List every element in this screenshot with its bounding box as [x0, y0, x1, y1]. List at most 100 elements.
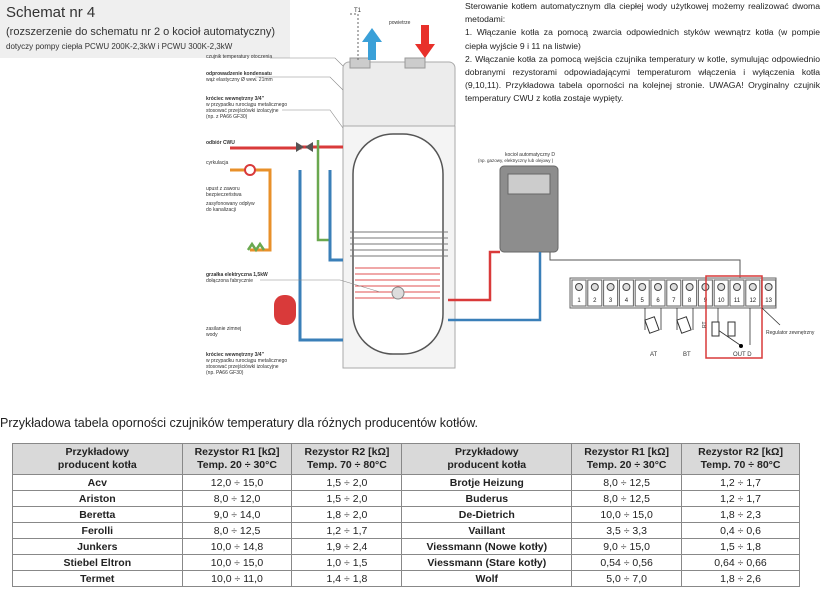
highlight-box — [705, 275, 763, 359]
r1-value-cell: 10,0 ÷ 11,0 — [181, 570, 293, 587]
terminal-number: 13 — [765, 298, 772, 304]
terminal-screw-icon — [638, 283, 647, 291]
r2-value-cell: 0,4 ÷ 0,6 — [681, 522, 800, 539]
producer-name-cell: Ferolli — [12, 522, 183, 539]
applies-to-note: dotyczy pompy ciepła PCWU 200K-2,3kW i P… — [6, 42, 233, 51]
producer-name-cell: Ariston — [12, 490, 183, 507]
sensor-bt-icon — [676, 316, 692, 334]
label-krociec-top-1: króciec wewnętrzny 3/4" — [206, 96, 265, 102]
t1-sensor-line — [350, 13, 359, 62]
producer-name-cell: Termet — [12, 570, 183, 587]
page-subtitle: (rozszerzenie do schematu nr 2 o kocioł … — [6, 26, 276, 38]
label-krociec-bot-2: w przypadku rurociągu metalicznego — [206, 358, 287, 364]
terminal-screw-icon — [717, 283, 726, 291]
label-out-d: OUT D — [733, 352, 752, 358]
r1-value-cell: 9,0 ÷ 14,0 — [181, 506, 293, 523]
recirc-pipe — [328, 170, 343, 262]
boiler-display — [507, 173, 551, 195]
label-kociol-1: kocioł automatyczny D — [505, 152, 555, 158]
table-caption: Przykładowa tabela oporności czujników t… — [0, 416, 479, 430]
header-r2-line2: Temp. 70 ÷ 80°C — [700, 459, 781, 471]
terminal-screw-icon — [590, 283, 599, 291]
header-r2-line2: Temp. 70 ÷ 80°C — [307, 459, 387, 471]
header-producer-line2: producent kotła — [57, 459, 137, 471]
terminal-screw-icon — [764, 283, 773, 291]
producer-name-cell: Buderus — [401, 490, 573, 507]
terminal-number: 4 — [625, 298, 629, 304]
boiler-supply-pipe — [448, 250, 500, 302]
col-header-r2-left: Rezystor R2 [kΩ]Temp. 70 ÷ 80°C — [291, 443, 403, 475]
r1-value-cell: 5,0 ÷ 7,0 — [571, 570, 683, 587]
header-r2-line1: Rezystor R2 [kΩ] — [698, 446, 783, 458]
r2-value-cell: 1,5 ÷ 2,0 — [291, 490, 403, 507]
col-header-r1-right: Rezystor R1 [kΩ]Temp. 20 ÷ 30°C — [571, 443, 683, 475]
producer-name-cell: Acv — [12, 474, 183, 491]
heat-pump-head — [342, 61, 456, 131]
r1-value-cell: 12,0 ÷ 15,0 — [181, 474, 293, 491]
r1-value-cell: 10,0 ÷ 15,0 — [181, 554, 293, 571]
label-krociec-bot-3: stosować przejściówki izolacyjne — [206, 364, 279, 370]
terminal-screw-icon — [654, 283, 662, 291]
r1-value-cell: 3,5 ÷ 3,3 — [571, 522, 683, 539]
producer-name-cell: Beretta — [12, 506, 183, 523]
expansion-vessel-icon — [274, 295, 296, 325]
terminal-number: 11 — [734, 298, 741, 304]
tank-coil — [350, 231, 448, 257]
label-kondensat-1: odprowadzenie kondensatu — [206, 71, 272, 77]
valve-icon — [296, 142, 304, 152]
header-producer-line1: Przykładowy — [65, 446, 130, 458]
valve-icon-2 — [305, 142, 313, 152]
producer-name-cell: Stiebel Eltron — [12, 554, 183, 571]
page-title: Schemat nr 4 — [6, 4, 96, 21]
description-para-1: Sterowanie kotłem automatycznym dla ciep… — [465, 1, 820, 25]
r1-value-cell: 8,0 ÷ 12,5 — [571, 474, 683, 491]
label-odbior-cwu: odbiór CWU — [206, 140, 235, 146]
terminal-number: 12 — [749, 298, 756, 304]
terminal-screw-icon — [575, 283, 583, 291]
resistor-rt-icon — [711, 321, 720, 337]
terminal-number: 6 — [656, 298, 660, 304]
terminal-number: 5 — [641, 298, 645, 304]
terminal-number: 10 — [718, 298, 725, 304]
terminal-screw-icon — [622, 283, 631, 291]
air-in-arrow-icon — [415, 25, 435, 58]
r1-value-cell: 8,0 ÷ 12,5 — [181, 522, 293, 539]
terminal-number: 7 — [672, 298, 676, 304]
air-inlet-stub — [404, 57, 426, 69]
terminal-screw-icon — [685, 283, 694, 291]
r2-value-cell: 1,4 ÷ 1,8 — [291, 570, 403, 587]
r2-value-cell: 1,2 ÷ 1,7 — [291, 522, 403, 539]
header-r1-line1: Rezystor R1 [kΩ] — [194, 446, 280, 458]
r1-value-cell: 8,0 ÷ 12,5 — [571, 490, 683, 507]
terminal-screw-icon — [669, 283, 678, 291]
terminal-number: 1 — [577, 298, 581, 304]
description-para-3: 2. Włączanie kotła za pomocą wejścia czu… — [465, 53, 820, 104]
circulation-pump-icon — [244, 164, 256, 176]
producer-name-cell: Brotje Heizung — [401, 474, 573, 491]
junction-dot — [739, 344, 743, 348]
r1-value-cell: 9,0 ÷ 15,0 — [571, 538, 683, 555]
terminal-number: 3 — [609, 298, 613, 304]
header-producer-line1: Przykładowy — [454, 446, 519, 458]
header-box: Schemat nr 4 (rozszerzenie do schematu n… — [0, 0, 290, 58]
r2-value-cell: 1,2 ÷ 1,7 — [681, 474, 800, 491]
col-header-r2-right: Rezystor R2 [kΩ]Temp. 70 ÷ 80°C — [681, 443, 800, 475]
r2-value-cell: 1,5 ÷ 2,0 — [291, 474, 403, 491]
terminal-screw-icon — [606, 283, 615, 291]
r2-value-cell: 1,5 ÷ 1,8 — [681, 538, 800, 555]
producer-name-cell: Viessmann (Nowe kotły) — [401, 538, 573, 555]
sensor-at-icon — [644, 316, 660, 334]
r2-value-cell: 0,64 ÷ 0,66 — [681, 554, 800, 571]
header-producer-line2: producent kotła — [447, 459, 527, 471]
label-t1: T1 — [354, 8, 362, 14]
r2-value-cell: 1,0 ÷ 1,5 — [291, 554, 403, 571]
resistor-r2-icon — [727, 321, 736, 337]
